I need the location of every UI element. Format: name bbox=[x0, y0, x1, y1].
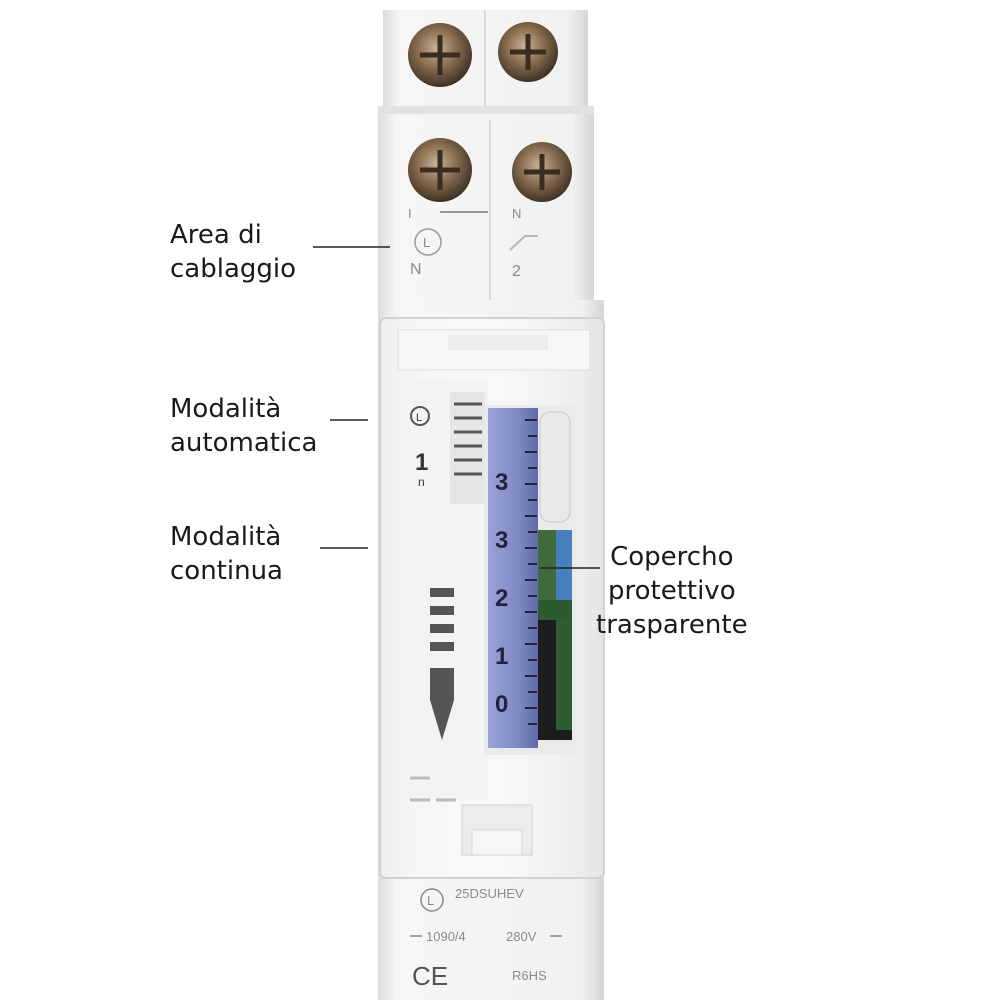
model-code: 25DSUHEV bbox=[455, 886, 524, 901]
wiring-label-neutral: N bbox=[410, 261, 422, 278]
terminal-screw-bottom-left bbox=[408, 138, 472, 202]
auto-mode-symbol: 1 bbox=[415, 449, 428, 476]
dial-number-1: 3 bbox=[495, 469, 508, 496]
terminal-screw-top-left bbox=[408, 23, 472, 87]
terminal-screw-top-right bbox=[498, 22, 558, 82]
annotation-wiring-area: Area di cablaggio bbox=[170, 218, 296, 286]
battery-label: R6HS bbox=[512, 968, 547, 983]
annotation-wiring-line2: cablaggio bbox=[170, 254, 297, 284]
upper-terminal-block bbox=[378, 10, 594, 300]
terminal-screw-bottom-right bbox=[512, 142, 572, 202]
svg-text:n: n bbox=[418, 475, 425, 489]
wiring-label-output: 2 bbox=[512, 263, 521, 280]
annotation-auto-mode: Modalità automatica bbox=[170, 392, 317, 460]
annotation-lines bbox=[313, 246, 600, 569]
continuous-mode-indicator bbox=[430, 588, 454, 740]
dial-number-5: 0 bbox=[495, 691, 508, 718]
rating-left: 1090/4 bbox=[426, 929, 466, 944]
svg-text:L: L bbox=[416, 412, 422, 424]
terminal-label-right: N bbox=[512, 206, 521, 221]
annotation-auto-line2: automatica bbox=[170, 428, 318, 458]
svg-text:L: L bbox=[423, 235, 430, 250]
svg-text:L: L bbox=[427, 893, 434, 908]
annotation-auto-line1: Modalità bbox=[170, 394, 282, 424]
terminal-label-left: I bbox=[408, 206, 412, 221]
annotation-continuous-line1: Modalità bbox=[170, 522, 282, 552]
time-dial: 3 3 2 1 0 bbox=[484, 405, 576, 755]
dial-number-4: 1 bbox=[495, 643, 508, 670]
cover-latch bbox=[461, 804, 533, 856]
mode-panel: L 1 n bbox=[400, 380, 488, 802]
rating-right: 280V bbox=[506, 929, 537, 944]
ce-mark: CE bbox=[412, 961, 448, 991]
annotation-cover-line2: protettivo bbox=[607, 576, 736, 606]
dial-number-3: 2 bbox=[495, 585, 508, 612]
annotation-wiring-line1: Area di bbox=[170, 220, 262, 250]
annotation-cover-line1: Coperchо bbox=[610, 542, 734, 572]
dial-number-2: 3 bbox=[495, 527, 508, 554]
annotation-continuous-mode: Modalità continua bbox=[170, 520, 283, 588]
annotation-continuous-line2: continua bbox=[170, 556, 283, 586]
annotation-cover-line3: trasparente bbox=[596, 610, 748, 640]
wiring-symbol: L N 2 bbox=[410, 228, 538, 280]
annotation-cover: Coperchо protettivo trasparente bbox=[596, 540, 748, 642]
rating-markings: L 25DSUHEV 1090/4 280V CE R6HS bbox=[410, 886, 562, 991]
